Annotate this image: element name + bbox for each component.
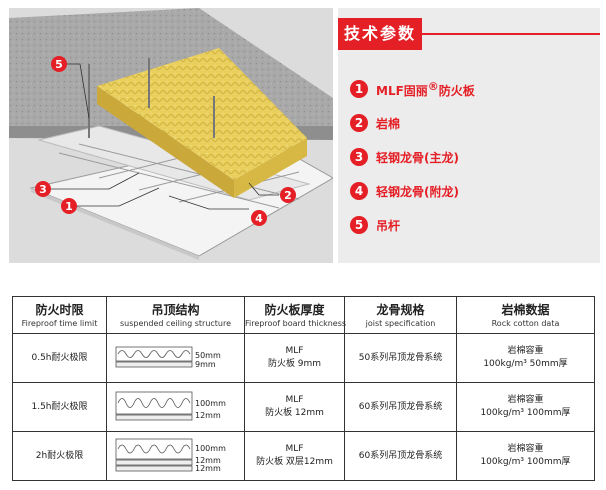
- technical-parameters-panel: 技术参数 1 MLF固丽®防火板 2 岩棉 3 轻钢龙骨(主龙) 4 轻钢龙骨(…: [338, 8, 600, 263]
- param-item-5: 5 吊杆: [350, 214, 400, 236]
- fire-limit-cell: 0.5h耐火极限: [12, 333, 107, 383]
- rock-wool-left: [97, 86, 234, 198]
- title-rule: [422, 33, 600, 35]
- param-label-suffix: 防火板: [438, 83, 475, 98]
- number-badge: 3: [350, 148, 368, 166]
- number-badge: 5: [350, 216, 368, 234]
- rock-wool-front: [234, 138, 307, 198]
- joist-cell: 60系列吊顶龙骨系统: [344, 382, 457, 432]
- structure-cell: 100mm 12mm 12mm: [106, 431, 245, 481]
- param-item-3: 3 轻钢龙骨(主龙): [350, 146, 459, 168]
- param-item-2: 2 岩棉: [350, 112, 400, 134]
- dimension-label: 9mm: [195, 360, 216, 369]
- param-label: MLF固丽: [376, 83, 428, 98]
- dimension-label: 100mm: [195, 399, 226, 408]
- param-label: 岩棉: [376, 116, 401, 131]
- svg-text:3: 3: [39, 183, 47, 196]
- params-title: 技术参数: [338, 18, 422, 50]
- dimension-label: 12mm: [195, 411, 221, 420]
- svg-text:4: 4: [255, 212, 263, 225]
- param-item-1: 1 MLF固丽®防火板: [350, 78, 475, 100]
- svg-text:1: 1: [65, 200, 73, 213]
- svg-text:2: 2: [284, 189, 292, 202]
- structure-cell: 100mm 12mm: [106, 382, 245, 432]
- structure-cell: 50mm 9mm: [106, 333, 245, 383]
- param-label: 轻钢龙骨(主龙): [376, 150, 459, 165]
- svg-text:5: 5: [55, 58, 63, 71]
- callout-1: 1: [61, 198, 77, 214]
- ceiling-assembly-diagram: 5 3 1 4 2: [9, 8, 333, 263]
- ceiling-section-icon: [115, 391, 192, 421]
- number-badge: 4: [350, 182, 368, 200]
- fire-limit-cell: 1.5h耐火极限: [12, 382, 107, 432]
- callout-5: 5: [51, 56, 67, 72]
- dimension-label: 100mm: [195, 444, 226, 453]
- callout-2: 2: [280, 187, 296, 203]
- hanging-rods: [88, 58, 215, 138]
- dimension-label: 12mm: [195, 464, 221, 473]
- callout-4: 4: [251, 210, 267, 226]
- param-item-4: 4 轻钢龙骨(附龙): [350, 180, 459, 202]
- param-label: 轻钢龙骨(附龙): [376, 184, 459, 199]
- fire-limit-cell: 2h耐火极限: [12, 431, 107, 481]
- joist-cell: 60系列吊顶龙骨系统: [344, 431, 457, 481]
- callout-3: 3: [35, 181, 51, 197]
- joist-cell: 50系列吊顶龙骨系统: [344, 333, 457, 383]
- dimension-label: 50mm: [195, 351, 221, 360]
- ceiling-section-icon: [115, 346, 192, 368]
- dimension-label: 12mm: [195, 456, 221, 465]
- ceiling-section-icon: [115, 438, 192, 472]
- number-badge: 1: [350, 80, 368, 98]
- param-label: 吊杆: [376, 218, 401, 233]
- number-badge: 2: [350, 114, 368, 132]
- registered-mark: ®: [427, 79, 439, 93]
